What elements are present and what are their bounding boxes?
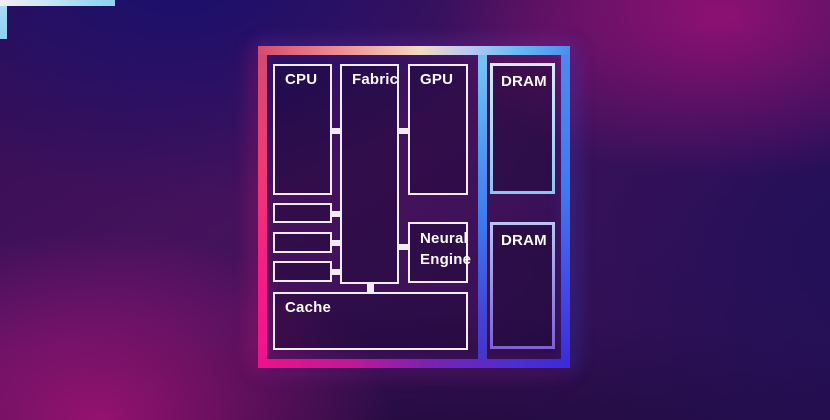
dram-top-label: DRAM bbox=[501, 73, 547, 90]
cpu-block: CPU bbox=[273, 64, 332, 195]
fabric-label: Fabric bbox=[352, 71, 399, 88]
dram-bottom-block: DRAM bbox=[490, 222, 555, 349]
fabric-block: Fabric bbox=[340, 64, 399, 284]
connector-dram-dram bbox=[0, 6, 7, 39]
memory-bus-line bbox=[0, 0, 115, 6]
gpu-block: GPU bbox=[408, 64, 468, 195]
connector-cpu-fabric bbox=[330, 128, 342, 134]
neural-engine-block: Neural Engine bbox=[408, 222, 471, 283]
connector-small2-fabric bbox=[330, 240, 342, 246]
cache-label: Cache bbox=[285, 299, 332, 316]
package-frame-bottom bbox=[258, 359, 570, 368]
neural-engine-label: Neural Engine bbox=[420, 230, 472, 268]
package-frame-right bbox=[561, 46, 570, 368]
cpu-label: CPU bbox=[285, 71, 318, 88]
gpu-label: GPU bbox=[420, 71, 454, 88]
package-frame-top bbox=[258, 46, 570, 55]
connector-neural-fabric bbox=[397, 244, 410, 250]
dram-top-block: DRAM bbox=[490, 63, 555, 194]
connector-small1-fabric bbox=[330, 211, 342, 217]
connector-small3-fabric bbox=[330, 269, 342, 275]
connector-gpu-fabric bbox=[397, 128, 410, 134]
cache-block: Cache bbox=[273, 292, 468, 350]
dram-bottom-label: DRAM bbox=[501, 232, 547, 249]
package-frame-left bbox=[258, 46, 267, 368]
die-dram-divider bbox=[478, 46, 487, 368]
small-block-1 bbox=[273, 203, 332, 223]
small-block-2 bbox=[273, 232, 332, 253]
connector-fabric-cache bbox=[367, 282, 374, 294]
small-block-3 bbox=[273, 261, 332, 282]
